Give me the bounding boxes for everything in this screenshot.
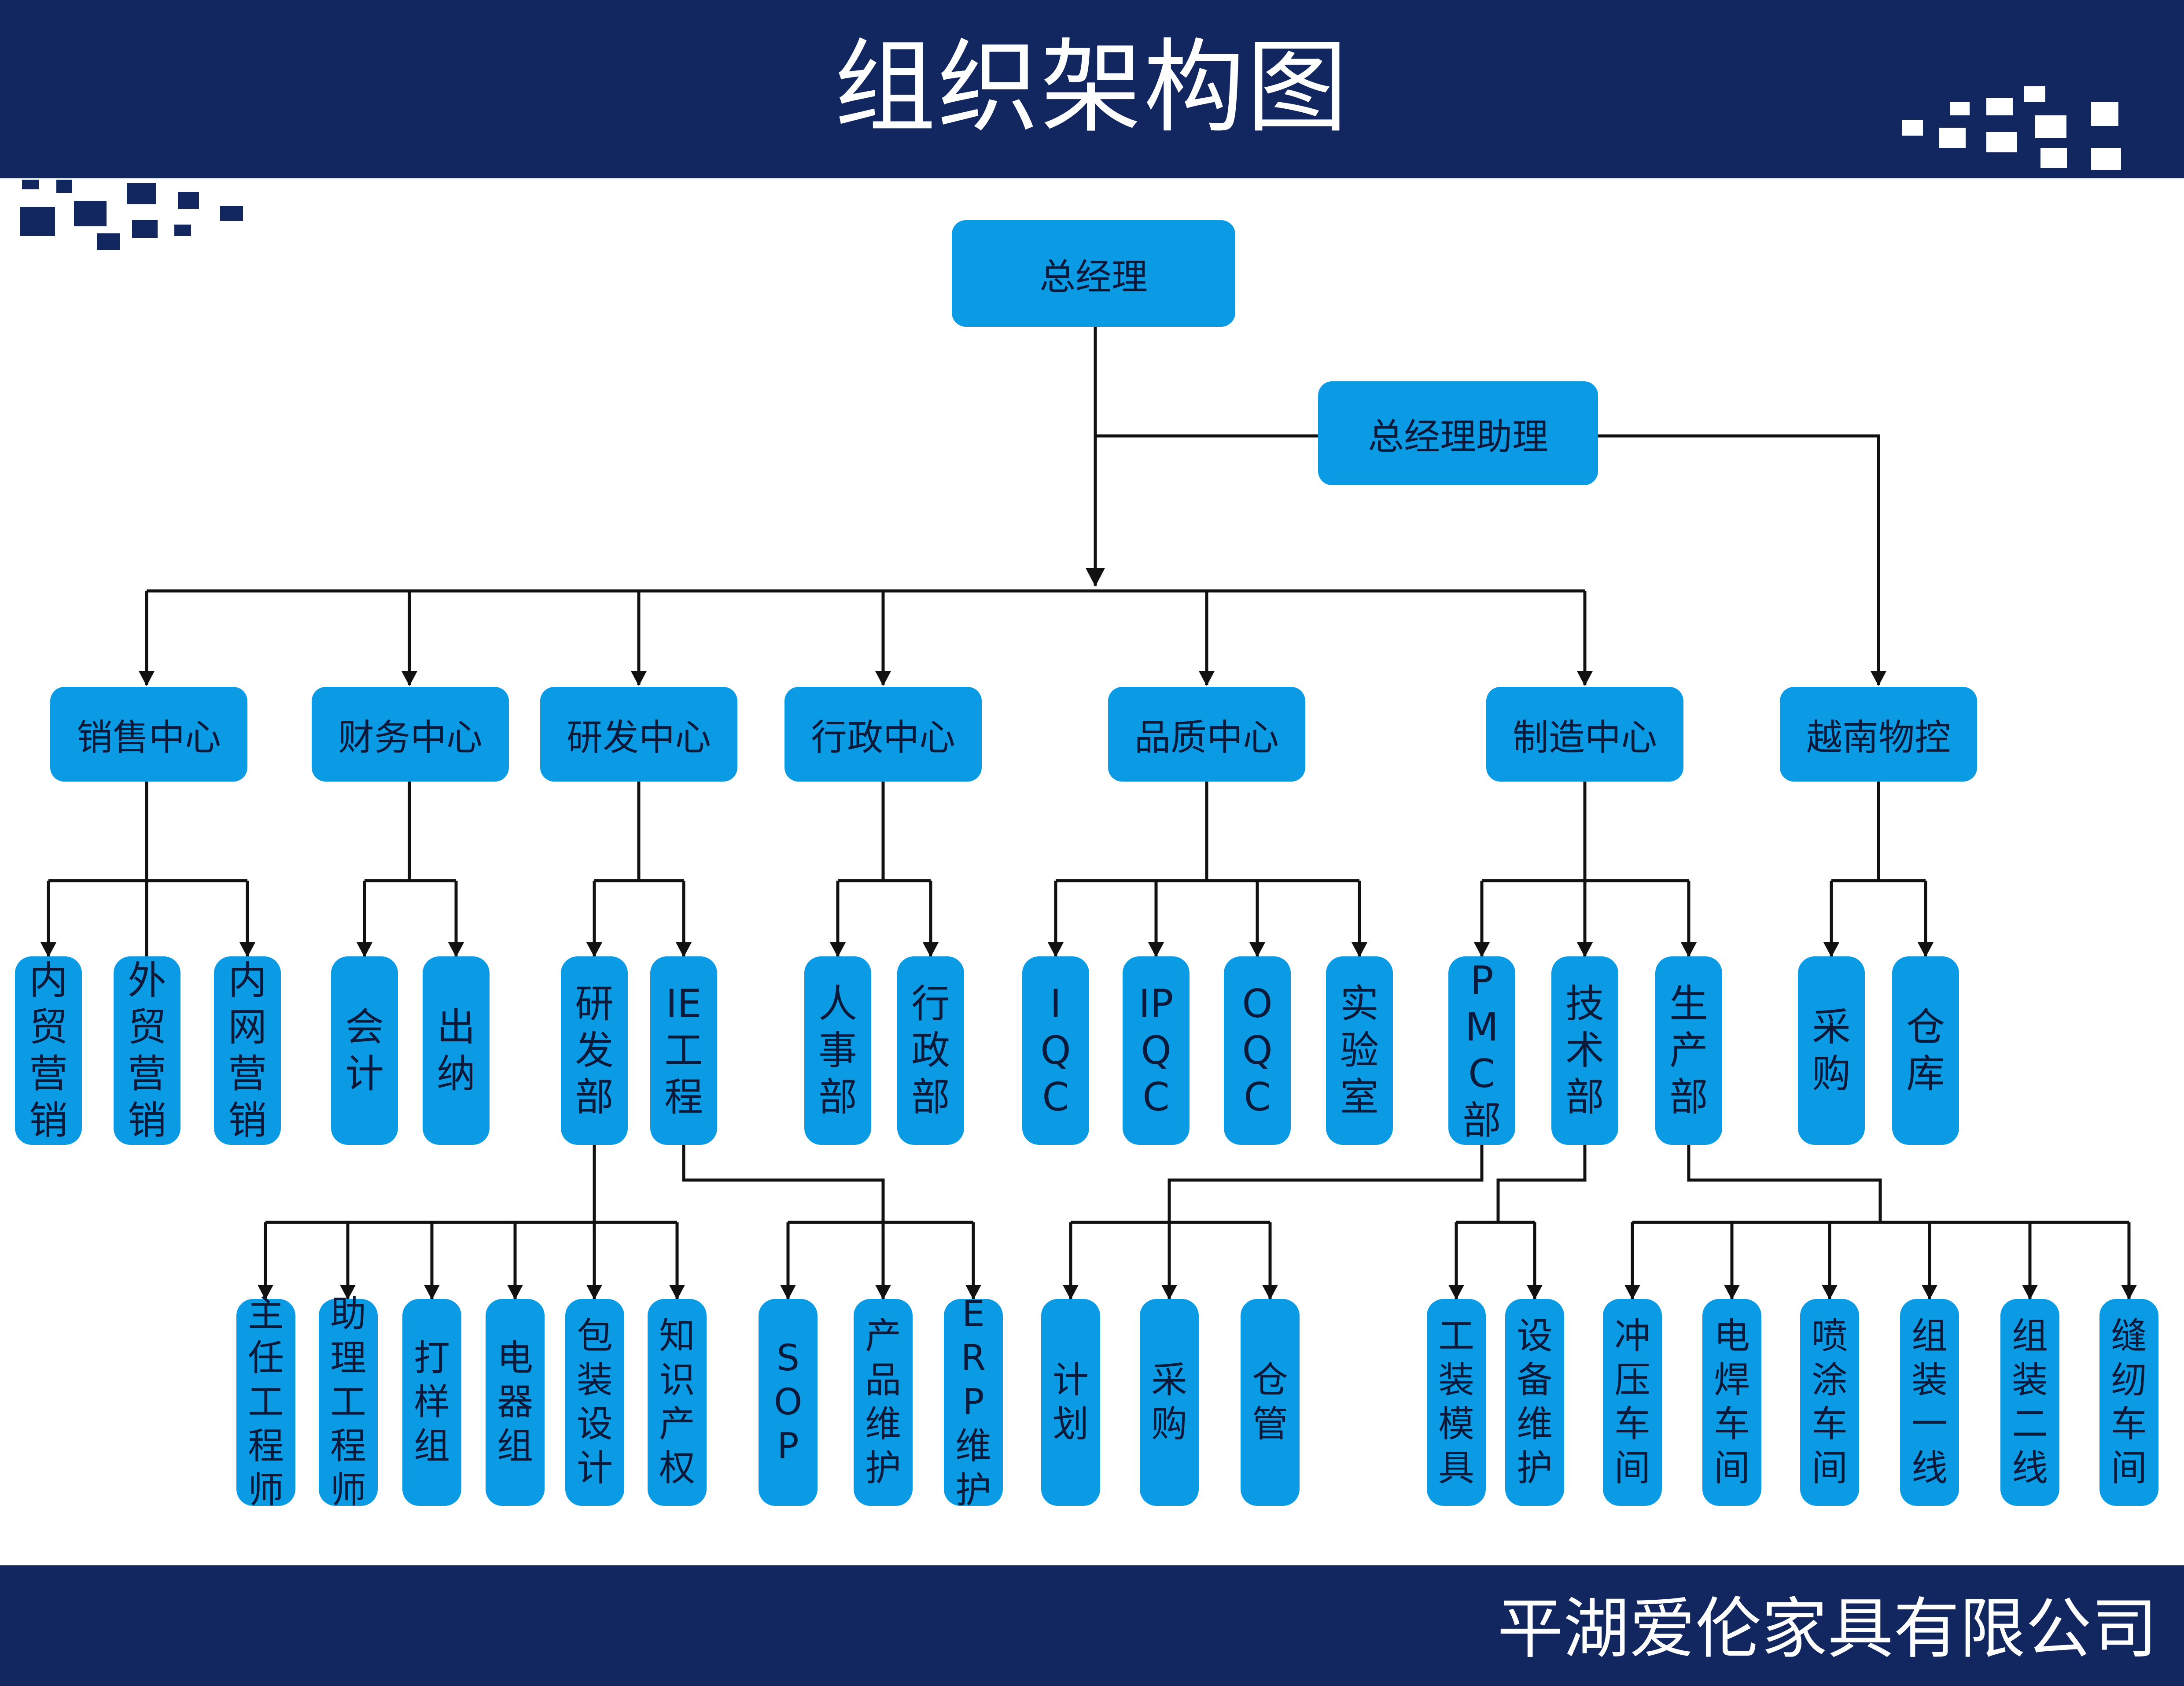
node-intellectual-property: 知识产权 (648, 1299, 707, 1506)
node-ie-engineering: IE工程 (650, 956, 717, 1145)
node-welding-workshop: 电焊车间 (1702, 1299, 1761, 1506)
node-stamping-workshop: 冲压车间 (1603, 1299, 1662, 1506)
node-painting-workshop: 喷涂车间 (1800, 1299, 1859, 1506)
node-sampling-group: 打样组 (402, 1299, 461, 1506)
node-sop: SOP (759, 1299, 818, 1506)
page-title: 组织架构图 (834, 29, 1350, 147)
node-finance-center: 财务中心 (312, 687, 509, 782)
node-hr-dept: 人事部 (804, 956, 871, 1145)
node-tech-dept: 技术部 (1551, 956, 1618, 1145)
node-admin-dept: 行政部 (897, 956, 964, 1145)
node-product-maintenance: 产品维护 (854, 1299, 913, 1506)
node-chief-engineer: 主任工程师 (236, 1293, 295, 1511)
header-band (0, 0, 2184, 178)
footer-band (0, 1565, 2184, 1686)
node-domestic-sales: 内贸营销 (15, 956, 82, 1145)
node-vn-warehouse: 仓库 (1892, 956, 1959, 1145)
node-oqc: OQC (1224, 956, 1291, 1145)
node-planning: 计划 (1041, 1299, 1100, 1506)
node-electrical-group: 电器组 (486, 1299, 545, 1506)
node-vn-purchasing: 采购 (1798, 956, 1865, 1145)
node-assembly-line-1: 组装一线 (1900, 1299, 1959, 1506)
node-admin-center: 行政中心 (784, 687, 982, 782)
node-rnd-dept: 研发部 (561, 956, 628, 1145)
node-general-manager: 总经理 (952, 220, 1235, 327)
node-cashier: 出纳 (423, 956, 490, 1145)
node-equipment-maintenance: 设备维护 (1505, 1299, 1564, 1506)
node-sales-center: 销售中心 (50, 687, 247, 782)
node-manufacturing-center: 制造中心 (1486, 687, 1683, 782)
node-tooling-molds: 工装模具 (1427, 1299, 1486, 1506)
node-package-design: 包装设计 (565, 1299, 624, 1506)
node-accounting: 会计 (331, 956, 398, 1145)
node-storekeeping: 仓管 (1241, 1299, 1300, 1506)
node-online-sales: 内网营销 (214, 956, 281, 1145)
node-foreign-sales: 外贸营销 (114, 956, 180, 1145)
node-erp-maintenance: ERP维护 (944, 1293, 1003, 1511)
node-gm-assistant: 总经理助理 (1318, 381, 1598, 485)
node-assembly-line-2: 组装二线 (2000, 1299, 2059, 1506)
node-pmc-purchasing: 采购 (1140, 1299, 1199, 1506)
node-iqc: IQC (1022, 956, 1089, 1145)
company-name: 平湖爱伦家具有限公司 (1497, 1591, 2158, 1668)
node-sewing-workshop: 缝纫车间 (2099, 1299, 2158, 1506)
node-rnd-center: 研发中心 (540, 687, 737, 782)
node-assistant-engineer: 助理工程师 (319, 1293, 378, 1511)
node-production-dept: 生产部 (1655, 956, 1722, 1145)
node-lab: 实验室 (1326, 956, 1393, 1145)
node-pmc-dept: PMC部 (1448, 956, 1515, 1145)
node-quality-center: 品质中心 (1108, 687, 1305, 782)
node-vietnam-material-control: 越南物控 (1780, 687, 1977, 782)
node-ipqc: IPQC (1123, 956, 1190, 1145)
